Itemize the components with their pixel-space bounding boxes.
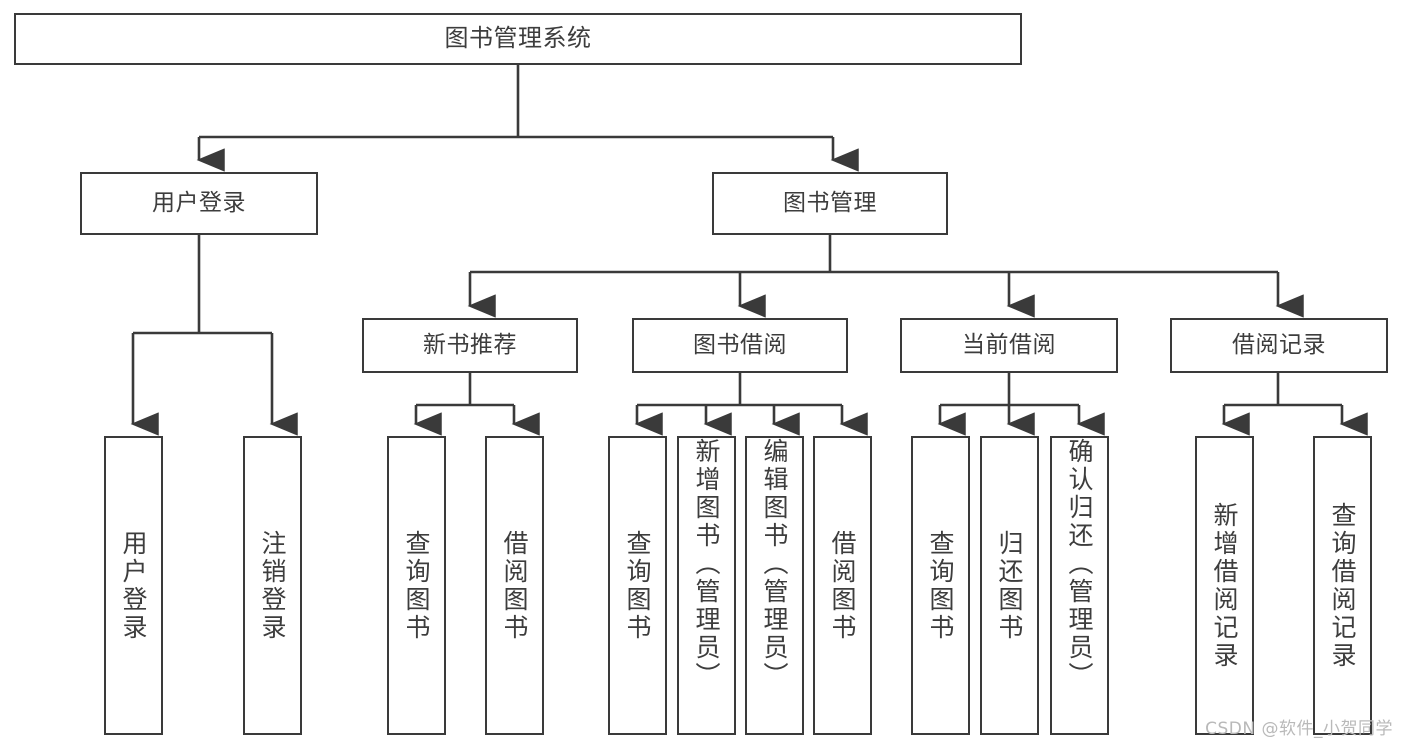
- node-label: 借阅记录: [1232, 332, 1326, 359]
- node-label: 查询图书: [623, 529, 652, 642]
- node-book-management[interactable]: 图书管理: [712, 172, 948, 235]
- node-root-book-management-system[interactable]: 图书管理系统: [14, 13, 1022, 65]
- node-label: 新书推荐: [423, 332, 517, 359]
- node-label: 新增图书（管理员）: [692, 438, 721, 690]
- node-label: 图书管理系统: [444, 24, 592, 53]
- node-label: 用户登录: [119, 529, 148, 642]
- node-book-borrowing[interactable]: 图书借阅: [632, 318, 848, 373]
- node-label: 查询借阅记录: [1328, 501, 1357, 670]
- node-label: 用户登录: [152, 190, 246, 217]
- leaf-borrow-query-books[interactable]: 查询图书: [608, 436, 667, 735]
- leaf-new-book-borrow-books[interactable]: 借阅图书: [485, 436, 544, 735]
- leaf-borrow-edit-book-admin[interactable]: 编辑图书（管理员）: [745, 436, 804, 735]
- node-label: 新增借阅记录: [1210, 501, 1239, 670]
- node-label: 借阅图书: [828, 529, 857, 642]
- node-label: 图书管理: [783, 190, 877, 217]
- node-label: 确认归还（管理员）: [1065, 438, 1094, 690]
- leaf-new-book-query-books[interactable]: 查询图书: [387, 436, 446, 735]
- node-current-borrowing[interactable]: 当前借阅: [900, 318, 1118, 373]
- leaf-borrow-add-book-admin[interactable]: 新增图书（管理员）: [677, 436, 736, 735]
- leaf-current-return-books[interactable]: 归还图书: [980, 436, 1039, 735]
- node-label: 编辑图书（管理员）: [760, 438, 789, 690]
- leaf-record-add-borrow-record[interactable]: 新增借阅记录: [1195, 436, 1254, 735]
- node-label: 借阅图书: [500, 529, 529, 642]
- leaf-current-query-books[interactable]: 查询图书: [911, 436, 970, 735]
- node-label: 查询图书: [926, 529, 955, 642]
- leaf-user-login-signin[interactable]: 用户登录: [104, 436, 163, 735]
- node-borrow-records[interactable]: 借阅记录: [1170, 318, 1388, 373]
- leaf-user-login-signout[interactable]: 注销登录: [243, 436, 302, 735]
- node-label: 图书借阅: [693, 332, 787, 359]
- leaf-record-query-borrow-record[interactable]: 查询借阅记录: [1313, 436, 1372, 735]
- node-label: 注销登录: [258, 529, 287, 642]
- node-label: 当前借阅: [962, 332, 1056, 359]
- leaf-current-confirm-return-admin[interactable]: 确认归还（管理员）: [1050, 436, 1109, 735]
- node-new-book-recommendation[interactable]: 新书推荐: [362, 318, 578, 373]
- leaf-borrow-borrow-books[interactable]: 借阅图书: [813, 436, 872, 735]
- node-label: 查询图书: [402, 529, 431, 642]
- node-user-login[interactable]: 用户登录: [80, 172, 318, 235]
- node-label: 归还图书: [995, 529, 1024, 642]
